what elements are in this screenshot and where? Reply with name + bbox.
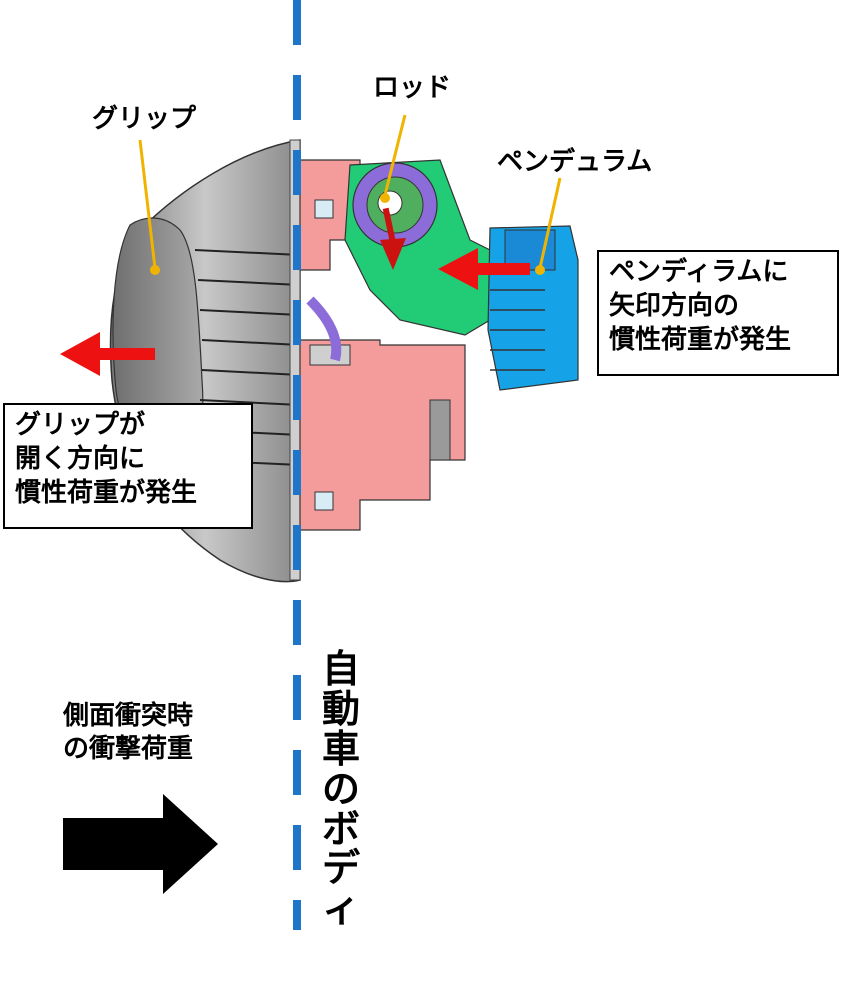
vehicle-body-label: 自 動 車 の ボ デ ィ — [316, 647, 366, 931]
pendulum-load-line-3: 慣性荷重が発生 — [609, 324, 792, 355]
grip-force-arrow — [60, 332, 155, 376]
body-char-4: の — [321, 766, 360, 811]
pendulum-force-arrow — [438, 248, 530, 290]
impact-line-2: の衝撃荷重 — [63, 733, 194, 764]
body-char-7: ィ — [321, 886, 360, 931]
pendulum-load-box: ペンディラムに 矢印方向の 慣性荷重が発生 — [597, 250, 839, 376]
impact-line-1: 側面衝突時 — [63, 701, 194, 731]
body-char-6: デ — [321, 846, 360, 891]
grip-load-line-1: グリップが — [15, 410, 146, 440]
rod-part — [306, 162, 438, 362]
pendulum-label: ペンデュラム — [497, 147, 653, 177]
pendulum-load-line-1: ペンディラムに — [609, 257, 789, 287]
body-char-3: 車 — [321, 726, 360, 771]
leader-lines — [138, 114, 562, 269]
body-char-1: 自 — [321, 647, 360, 691]
body-char-2: 動 — [321, 686, 360, 731]
grip-load-line-2: 開く方向に — [15, 443, 146, 474]
impact-arrow — [63, 794, 218, 894]
impact-label: 側面衝突時 の衝撃荷重 — [63, 700, 193, 765]
pendulum-part — [487, 225, 579, 391]
pendulum-load-line-2: 矢印方向の — [609, 290, 740, 321]
leader-dots — [150, 193, 545, 275]
rod-force-arrow — [380, 207, 406, 270]
rod-label: ロッド — [373, 73, 452, 103]
grip-label: グリップ — [92, 104, 197, 134]
grip-load-line-3: 慣性荷重が発生 — [15, 477, 198, 508]
body-char-5: ボ — [321, 806, 360, 851]
grip-load-box: グリップが 開く方向に 慣性荷重が発生 — [3, 403, 253, 529]
